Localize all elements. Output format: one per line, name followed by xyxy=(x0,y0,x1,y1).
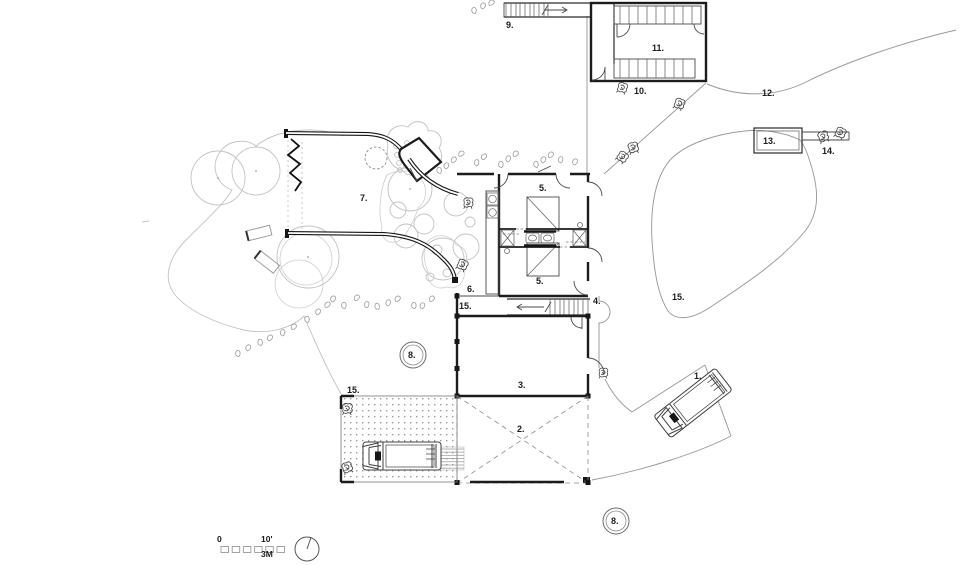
path-4-landing xyxy=(598,296,611,368)
shrub-row-garden-south xyxy=(234,300,332,358)
corner-door xyxy=(570,316,583,329)
driveway-lower-curve xyxy=(591,435,732,481)
path-network xyxy=(583,16,957,483)
meadow-loop-15 xyxy=(651,129,818,318)
door-swings xyxy=(493,165,603,296)
stair-treads xyxy=(549,299,589,315)
plan-label-n15a: 15. xyxy=(459,301,472,311)
plan-label-n9: 9. xyxy=(506,20,514,30)
scale-zero: 0 xyxy=(217,534,222,544)
stair-treads xyxy=(505,3,549,17)
shrub-cluster-north xyxy=(470,0,496,15)
bathroom-core xyxy=(499,222,588,254)
annotation-labels: 9. 11. 10. 12. 13. 14. 5. 5. 7. 6. 15. 4. 15. 8. 3. 1. 1… xyxy=(347,20,835,526)
scale-imperial: 10' xyxy=(261,534,272,544)
gravel-pad-15 xyxy=(339,394,465,484)
driveway-upper-curve xyxy=(604,378,633,413)
planter-13-inner xyxy=(756,130,800,151)
plan-label-n1: 1. xyxy=(694,371,702,381)
seat-icon xyxy=(672,96,687,112)
scale-squares xyxy=(220,546,285,553)
path-12-curve xyxy=(706,29,957,95)
living-building-3 xyxy=(454,293,605,399)
door-swing xyxy=(591,66,606,81)
upper-curved-path xyxy=(407,157,459,196)
plan-label-n15b: 15. xyxy=(672,292,685,302)
plan-label-n14: 14. xyxy=(822,146,835,156)
grill-icon xyxy=(463,197,474,210)
sink-icon xyxy=(488,208,497,217)
plan-label-n8a: 8. xyxy=(408,350,416,360)
north-garden-wall xyxy=(284,129,443,192)
plan-label-n5a: 5. xyxy=(539,183,547,193)
north-arrow xyxy=(294,536,320,562)
plan-label-n5b: 5. xyxy=(536,276,544,286)
plan-label-n12: 12. xyxy=(762,88,775,98)
shrub-row-pad-top xyxy=(329,293,436,311)
arriving-truck-icon xyxy=(653,367,733,439)
parked-truck-icon xyxy=(362,441,442,471)
carport-2 xyxy=(454,395,591,485)
canopy-diagonal xyxy=(456,395,589,484)
garden-boundary-line xyxy=(167,129,344,395)
sink-icon xyxy=(488,194,497,204)
wall-flare xyxy=(398,136,443,183)
plan-label-n10: 10. xyxy=(634,86,647,96)
door-swing xyxy=(616,23,631,38)
exterior-walls xyxy=(457,172,590,298)
planter-13-outer xyxy=(753,127,803,154)
closet-band-bottom xyxy=(613,58,696,79)
toilet-fixtures xyxy=(524,230,556,247)
scale-metric: 3M xyxy=(261,549,273,559)
seat-icon-10 xyxy=(616,81,629,96)
entry-stair xyxy=(507,298,590,316)
north-arrow-icon xyxy=(294,536,320,562)
plan-label-n13: 13. xyxy=(763,136,776,146)
shrub-row-top xyxy=(435,149,579,175)
kitchen-counter xyxy=(485,190,500,295)
plan-label-n8b: 8. xyxy=(611,516,619,526)
rock-edge-zigzag xyxy=(286,138,303,192)
planter-13-and-rail-14 xyxy=(753,125,850,154)
lounge-chairs xyxy=(245,224,281,274)
stair-direction-arrow xyxy=(541,4,568,16)
parking-pad-edge-left xyxy=(631,364,706,413)
corner-walls xyxy=(339,394,354,484)
shower-right xyxy=(572,222,587,247)
door-swing xyxy=(587,357,605,375)
step-band xyxy=(437,446,465,471)
guest-building-11 xyxy=(589,1,708,96)
south-garden-wall xyxy=(285,229,458,283)
upper-stair-9 xyxy=(470,0,592,18)
seat-icon-14b xyxy=(832,125,848,142)
plan-label-n2: 2. xyxy=(517,424,525,434)
bedroom-building-5 xyxy=(454,165,603,298)
plan-label-n15c: 15. xyxy=(347,385,360,395)
canopy-diagonal xyxy=(456,395,589,484)
shower-left xyxy=(500,229,515,254)
site-boundary xyxy=(141,129,344,395)
closet-band-top xyxy=(613,5,702,25)
garden-7 xyxy=(190,121,480,358)
stair-direction-arrow xyxy=(516,301,552,313)
building-11-walls xyxy=(589,1,708,83)
dashed-feature-circle xyxy=(364,146,388,170)
plan-label-n7: 7. xyxy=(360,193,368,203)
scale-bar: 0 10' 3M xyxy=(217,534,285,559)
survey-tick xyxy=(141,220,150,223)
tree-circles xyxy=(190,146,480,309)
plan-label-n11: 11. xyxy=(652,43,664,53)
plan-label-n6: 6. xyxy=(467,284,475,294)
plan-label-n3: 3. xyxy=(518,380,526,390)
plan-label-n4: 4. xyxy=(593,296,601,306)
door-swing xyxy=(693,23,705,35)
